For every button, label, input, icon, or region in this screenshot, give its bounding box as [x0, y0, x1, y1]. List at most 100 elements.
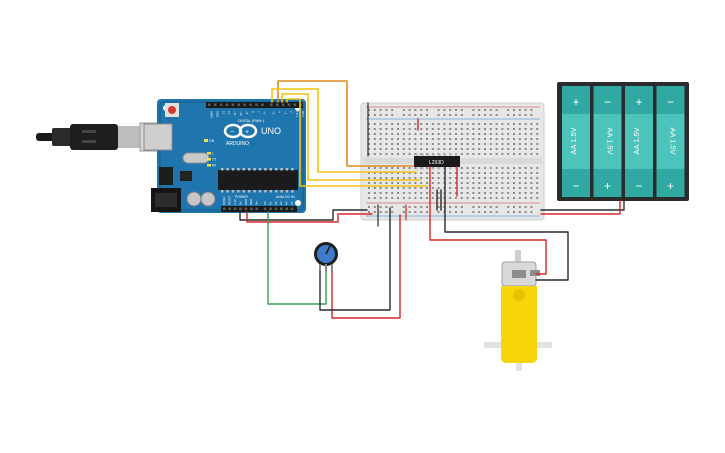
breadboard-hole[interactable]	[379, 182, 382, 184]
bottom-pin-hole[interactable]	[223, 207, 226, 211]
breadboard-hole[interactable]	[368, 187, 370, 189]
breadboard-hole[interactable]	[414, 123, 417, 125]
breadboard-hole[interactable]	[397, 133, 399, 135]
breadboard-hole[interactable]	[408, 138, 411, 140]
breadboard-hole[interactable]	[472, 138, 475, 140]
breadboard-hole[interactable]	[385, 206, 388, 208]
digital-pin-hole[interactable]	[261, 103, 264, 107]
breadboard-hole[interactable]	[431, 148, 434, 150]
breadboard-hole[interactable]	[507, 172, 510, 174]
breadboard-hole[interactable]	[489, 211, 492, 213]
breadboard-hole[interactable]	[513, 153, 515, 155]
breadboard-hole[interactable]	[507, 109, 510, 111]
breadboard-hole[interactable]	[518, 128, 521, 130]
breadboard-hole[interactable]	[368, 182, 370, 184]
breadboard-hole[interactable]	[478, 177, 481, 179]
breadboard-hole[interactable]	[530, 177, 533, 179]
breadboard-hole[interactable]	[443, 114, 446, 116]
breadboard-hole[interactable]	[408, 182, 411, 184]
breadboard-hole[interactable]	[501, 187, 504, 189]
digital-pin-hole[interactable]	[219, 103, 223, 107]
breadboard-hole[interactable]	[455, 192, 457, 194]
breadboard-hole[interactable]	[391, 187, 394, 189]
breadboard-hole[interactable]	[385, 133, 388, 135]
breadboard-hole[interactable]	[373, 128, 376, 130]
breadboard-hole[interactable]	[420, 197, 423, 199]
breadboard-hole[interactable]	[414, 211, 417, 213]
breadboard-hole[interactable]	[408, 206, 411, 208]
breadboard-hole[interactable]	[495, 148, 498, 150]
breadboard-hole[interactable]	[472, 177, 475, 179]
breadboard-hole[interactable]	[408, 211, 411, 213]
breadboard-hole[interactable]	[414, 182, 417, 184]
breadboard-hole[interactable]	[420, 187, 423, 189]
breadboard-hole[interactable]	[513, 148, 515, 150]
breadboard-hole[interactable]	[472, 182, 475, 184]
breadboard-hole[interactable]	[489, 143, 492, 145]
breadboard-hole[interactable]	[385, 153, 388, 155]
breadboard-hole[interactable]	[460, 206, 463, 208]
breadboard-hole[interactable]	[402, 167, 405, 169]
breadboard-hole[interactable]	[408, 192, 411, 194]
breadboard-hole[interactable]	[402, 148, 405, 150]
breadboard-hole[interactable]	[460, 128, 463, 130]
breadboard-hole[interactable]	[472, 123, 475, 125]
breadboard-hole[interactable]	[524, 143, 527, 145]
breadboard-hole[interactable]	[524, 153, 527, 155]
breadboard-hole[interactable]	[460, 133, 463, 135]
breadboard-hole[interactable]	[501, 143, 504, 145]
bottom-pin-hole[interactable]	[255, 207, 258, 211]
breadboard-hole[interactable]	[408, 133, 411, 135]
breadboard-hole[interactable]	[385, 143, 388, 145]
breadboard-hole[interactable]	[455, 206, 457, 208]
breadboard-hole[interactable]	[513, 123, 515, 125]
potentiometer[interactable]	[314, 242, 338, 272]
breadboard-hole[interactable]	[518, 114, 521, 116]
breadboard-hole[interactable]	[501, 153, 504, 155]
breadboard-hole[interactable]	[397, 153, 399, 155]
breadboard-hole[interactable]	[513, 114, 515, 116]
breadboard-hole[interactable]	[397, 143, 399, 145]
breadboard-hole[interactable]	[484, 177, 486, 179]
breadboard-hole[interactable]	[489, 153, 492, 155]
breadboard-hole[interactable]	[495, 182, 498, 184]
breadboard-hole[interactable]	[460, 167, 463, 169]
breadboard-hole[interactable]	[507, 211, 510, 213]
breadboard-hole[interactable]	[373, 187, 376, 189]
breadboard-hole[interactable]	[536, 187, 539, 189]
breadboard-hole[interactable]	[437, 148, 440, 150]
breadboard-hole[interactable]	[397, 177, 399, 179]
breadboard-hole[interactable]	[518, 192, 521, 194]
digital-pin-hole[interactable]	[281, 103, 285, 107]
breadboard-hole[interactable]	[385, 123, 388, 125]
breadboard-hole[interactable]	[420, 109, 423, 111]
breadboard-hole[interactable]	[489, 192, 492, 194]
breadboard-hole[interactable]	[437, 206, 440, 208]
breadboard-hole[interactable]	[524, 177, 527, 179]
breadboard-hole[interactable]	[489, 197, 492, 199]
breadboard-hole[interactable]	[414, 172, 417, 174]
breadboard-hole[interactable]	[484, 182, 486, 184]
breadboard-hole[interactable]	[379, 114, 382, 116]
breadboard-hole[interactable]	[489, 182, 492, 184]
breadboard-hole[interactable]	[501, 167, 504, 169]
breadboard-hole[interactable]	[379, 138, 382, 140]
breadboard-hole[interactable]	[478, 114, 481, 116]
breadboard-hole[interactable]	[379, 143, 382, 145]
breadboard-hole[interactable]	[530, 182, 533, 184]
breadboard-hole[interactable]	[391, 192, 394, 194]
breadboard-hole[interactable]	[460, 114, 463, 116]
breadboard-hole[interactable]	[414, 206, 417, 208]
breadboard-hole[interactable]	[373, 177, 376, 179]
breadboard-hole[interactable]	[518, 109, 521, 111]
breadboard-hole[interactable]	[431, 177, 434, 179]
breadboard-hole[interactable]	[460, 192, 463, 194]
breadboard-hole[interactable]	[379, 206, 382, 208]
breadboard-hole[interactable]	[472, 153, 475, 155]
breadboard-hole[interactable]	[426, 114, 428, 116]
breadboard-hole[interactable]	[402, 206, 405, 208]
breadboard-hole[interactable]	[402, 182, 405, 184]
breadboard-hole[interactable]	[379, 197, 382, 199]
breadboard-hole[interactable]	[524, 167, 527, 169]
breadboard-hole[interactable]	[495, 109, 498, 111]
